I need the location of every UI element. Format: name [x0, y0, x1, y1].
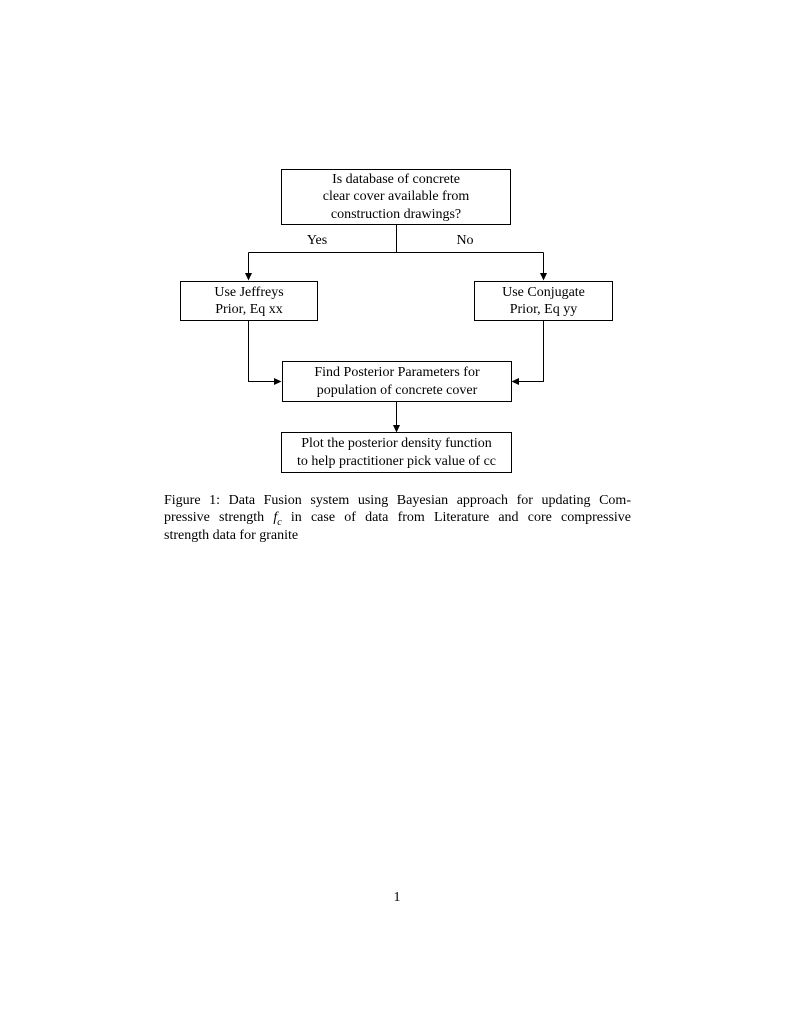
caption-line-2: pressive strength fc in case of data fro…	[164, 509, 631, 529]
caption-line-1: Figure 1: Data Fusion system using Bayes…	[164, 493, 631, 508]
figure-caption: Figure 1: Data Fusion system using Bayes…	[164, 492, 631, 544]
math-subscript-c: c	[277, 517, 282, 529]
math-symbol-fc: f	[273, 510, 278, 526]
node-jeffreys-prior: Use Jeffreys Prior, Eq xx	[180, 281, 318, 321]
caption-line-2-rest: in case of data from Literature and core…	[281, 510, 631, 526]
caption-line-3: strength data for granite	[164, 527, 299, 543]
node-question: Is database of concrete clear cover avai…	[281, 169, 511, 225]
node-plot-density: Plot the posterior density function to h…	[281, 432, 512, 473]
connector-jeffreys-to-posterior	[248, 321, 275, 382]
arrowhead-down-no-icon	[540, 273, 547, 281]
connector-conjugate-to-posterior	[518, 321, 544, 382]
node-posterior-parameters: Find Posterior Parameters for population…	[282, 361, 512, 402]
branch-label-yes: Yes	[306, 233, 328, 248]
page-number: 1	[393, 890, 401, 905]
arrowhead-left-icon	[511, 378, 519, 385]
arrowhead-down-yes-icon	[245, 273, 252, 281]
branch-label-no: No	[456, 233, 474, 248]
arrowhead-right-icon	[274, 378, 282, 385]
node-conjugate-prior: Use Conjugate Prior, Eq yy	[474, 281, 613, 321]
caption-line-2-text: pressive strength	[164, 510, 274, 526]
